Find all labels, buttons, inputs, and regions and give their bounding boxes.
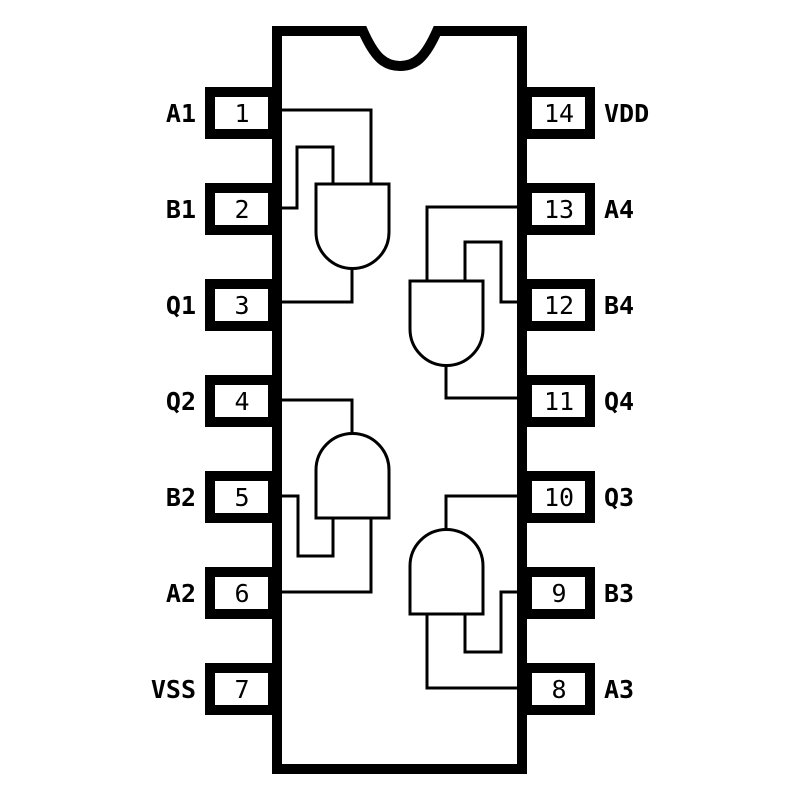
wire-q2	[282, 398, 354, 434]
pin-right-1: 13 A4	[522, 183, 634, 235]
pin-left-3: 4 Q2	[166, 375, 278, 427]
pin-number: 9	[551, 579, 566, 608]
wire-b1	[282, 145, 335, 210]
wire-a4	[425, 205, 517, 281]
pin-number: 4	[234, 387, 249, 416]
pin-label: A4	[604, 195, 634, 224]
and-gate-symbol	[314, 182, 391, 270]
pin-label: A3	[604, 675, 634, 704]
pin-label: Q2	[166, 387, 196, 416]
pin-left-0: 1 A1	[166, 87, 278, 139]
pin-right-3: 11 Q4	[522, 375, 634, 427]
pin-label: B4	[604, 291, 634, 320]
pin-number: 3	[234, 291, 249, 320]
pin-left-5: 6 A2	[166, 567, 278, 619]
pin-right-2: 12 B4	[522, 279, 634, 331]
pin-label: VSS	[151, 675, 196, 704]
pin-number: 6	[234, 579, 249, 608]
pin-box	[205, 87, 278, 139]
pin-right-0: 14 VDD	[522, 87, 649, 139]
pin-label: Q4	[604, 387, 634, 416]
pin-number: 8	[551, 675, 566, 704]
wire-a3	[425, 614, 517, 690]
pin-number: 2	[234, 195, 249, 224]
pin-number: 1	[234, 99, 249, 128]
pin-number: 5	[234, 483, 249, 512]
pin-right-6: 8 A3	[522, 663, 634, 715]
pin-label: VDD	[604, 99, 649, 128]
wire-b4	[463, 240, 517, 304]
pin-box	[522, 375, 595, 427]
and-gate-symbol	[408, 279, 485, 367]
wire-q1	[282, 268, 354, 304]
and-gate-2	[282, 398, 391, 594]
wire-b2	[282, 494, 335, 558]
and-gate-symbol	[408, 528, 485, 616]
pin-right-5: 9 B3	[522, 567, 634, 619]
pin-left-6: 7 VSS	[151, 663, 278, 715]
pin-label: A2	[166, 579, 196, 608]
pin-label: A1	[166, 99, 196, 128]
pin-number: 11	[544, 387, 574, 416]
pin-right-4: 10 Q3	[522, 471, 634, 523]
wire-a1	[282, 108, 373, 184]
and-gate-1	[282, 108, 391, 304]
pin-number: 7	[234, 675, 249, 704]
and-gate-3	[408, 494, 517, 690]
wire-b3	[463, 590, 517, 654]
pin-label: B3	[604, 579, 634, 608]
and-gate-4	[408, 205, 517, 400]
pin-box	[205, 567, 278, 619]
pin-label: B1	[166, 195, 196, 224]
pin-number: 13	[544, 195, 574, 224]
pin-label: B2	[166, 483, 196, 512]
and-gate-symbol	[314, 432, 391, 520]
pin-label: Q3	[604, 483, 634, 512]
pin-left-2: 3 Q1	[166, 279, 278, 331]
pin-number: 12	[544, 291, 574, 320]
wire-a2	[282, 518, 373, 594]
pin-label: Q1	[166, 291, 196, 320]
pin-number: 14	[544, 99, 574, 128]
pin-number: 10	[544, 483, 574, 512]
wire-q4	[444, 365, 517, 400]
pin-left-4: 5 B2	[166, 471, 278, 523]
wire-q3	[444, 494, 517, 530]
pin-box	[522, 567, 595, 619]
pin-left-1: 2 B1	[166, 183, 278, 235]
